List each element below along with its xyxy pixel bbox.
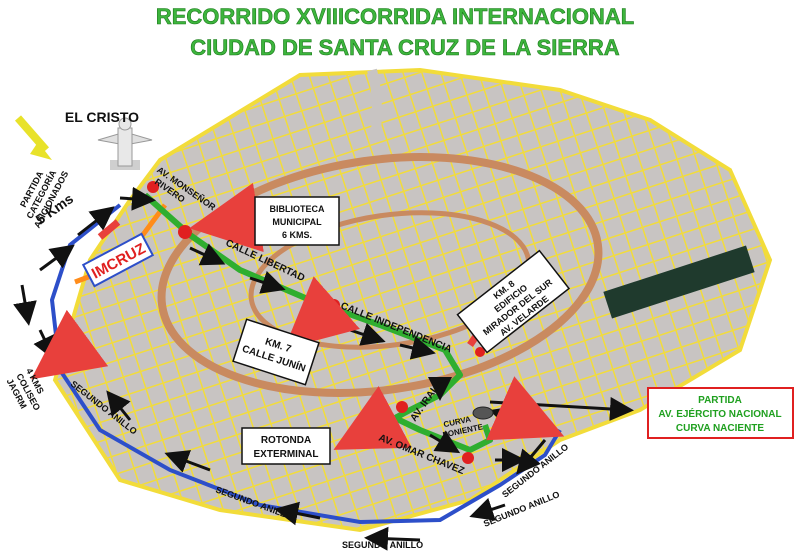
yellow-arrow-head bbox=[30, 142, 52, 160]
svg-text:PARTIDA: PARTIDA bbox=[698, 395, 742, 406]
dark-park-block bbox=[603, 245, 755, 319]
yellow-start-arrow bbox=[14, 115, 50, 153]
marker-km7 bbox=[328, 299, 340, 311]
marker-biblioteca bbox=[178, 225, 192, 239]
marker-irala bbox=[396, 401, 408, 413]
svg-text:MUNICIPAL: MUNICIPAL bbox=[272, 217, 322, 227]
svg-text:ROTONDA: ROTONDA bbox=[261, 435, 311, 446]
svg-text:AV. EJÉRCITO NACIONAL: AV. EJÉRCITO NACIONAL bbox=[658, 407, 781, 420]
coliseo-label: 4 KMS COLISEO JAGRM bbox=[5, 367, 46, 413]
el-cristo-label: EL CRISTO bbox=[65, 109, 139, 125]
marker-km8 bbox=[475, 347, 485, 357]
svg-text:BIBLIOTECA: BIBLIOTECA bbox=[270, 204, 325, 214]
rotonda-box: ROTONDA EXTERMINAL bbox=[241, 427, 331, 465]
stadium-icon bbox=[472, 406, 494, 420]
svg-text:EXTERMINAL: EXTERMINAL bbox=[254, 449, 319, 460]
marker-curva bbox=[462, 452, 474, 464]
segundo-anillo-ring bbox=[49, 203, 562, 525]
km8-box: KM. 8 EDIFICIO MIRADOR DEL SUR AV. VELAR… bbox=[456, 249, 571, 354]
park-strip bbox=[367, 68, 382, 141]
svg-text:6 KMS.: 6 KMS. bbox=[282, 230, 312, 240]
title-line-1: RECORRIDO XVIIICORRIDA INTERNACIONAL bbox=[156, 4, 634, 29]
segundo-anillo-label-3: SEGUNDO ANILLO bbox=[342, 540, 423, 550]
el-cristo-statue-icon bbox=[97, 117, 153, 170]
title-line-2: CIUDAD DE SANTA CRUZ DE LA SIERRA bbox=[190, 35, 620, 60]
biblioteca-box: BIBLIOTECA MUNICIPAL 6 KMS. bbox=[254, 196, 340, 246]
partida-ejercito-box: PARTIDA AV. EJÉRCITO NACIONAL CURVA NACI… bbox=[647, 387, 794, 439]
svg-text:CURVA NACIENTE: CURVA NACIENTE bbox=[676, 423, 764, 434]
